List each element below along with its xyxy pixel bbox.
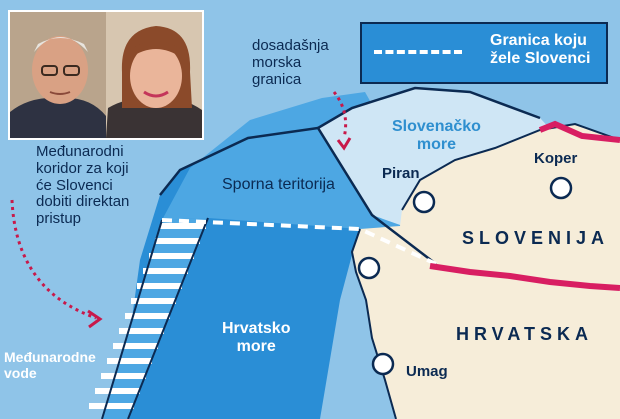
arrow-head-icon	[87, 309, 103, 329]
man-mouth	[49, 91, 71, 95]
current-sea-boundary	[159, 126, 437, 265]
woman-mouth	[143, 90, 169, 98]
legend: Granica koju žele Slovenci	[360, 22, 608, 84]
man-glasses-left	[41, 65, 58, 76]
label-disputed-territory: Sporna teritorija	[222, 176, 335, 193]
man-glasses-right	[63, 65, 80, 76]
man-jacket	[10, 97, 106, 138]
border-north	[538, 120, 620, 143]
istrian-coastline	[350, 228, 397, 419]
city-label-piran: Piran	[382, 165, 420, 182]
portrait-photo	[8, 10, 204, 140]
corridor-stripes	[89, 223, 206, 409]
arrow-head-icon	[336, 137, 352, 151]
dotted-arrow-icon	[332, 91, 348, 139]
city-marker-icon	[549, 176, 573, 200]
label-current-border: dosadašnja morska granica	[252, 37, 329, 88]
label-corridor-note: Međunarodni koridor za koji će Slovenci …	[36, 143, 130, 228]
city-marker-icon	[357, 256, 381, 280]
dotted-arrow-icon	[10, 199, 97, 320]
man-face	[32, 36, 88, 104]
international-corridor	[89, 217, 209, 419]
woman-face	[130, 44, 182, 108]
label-slovenian-sea: Slovenačko more	[392, 118, 481, 153]
city-marker-icon	[412, 190, 436, 214]
legend-label: Granica koju žele Slovenci	[490, 32, 591, 68]
slovenia-croatia-border	[429, 263, 620, 291]
label-international-waters: Međunarodne vode	[4, 349, 96, 381]
slovenian-coastline	[401, 122, 620, 211]
country-label-slovenia: SLOVENIJA	[462, 228, 610, 248]
woman-fringe	[130, 41, 182, 58]
slovenian-sea-outer-boundary	[317, 86, 541, 130]
corridor-edge-left	[101, 219, 163, 419]
corridor-edge-right	[127, 217, 209, 419]
portrait-illustration	[10, 12, 202, 138]
label-croatian-sea: Hrvatsko more	[222, 320, 291, 355]
city-label-koper: Koper	[534, 150, 578, 167]
man-hair	[34, 37, 88, 52]
slovenian-sea-area	[318, 88, 570, 232]
country-label-croatia: HRVATSKA	[456, 324, 594, 344]
city-label-umag: Umag	[406, 363, 448, 380]
city-marker-icon	[371, 352, 395, 376]
legend-dashed-line-icon	[374, 50, 462, 54]
